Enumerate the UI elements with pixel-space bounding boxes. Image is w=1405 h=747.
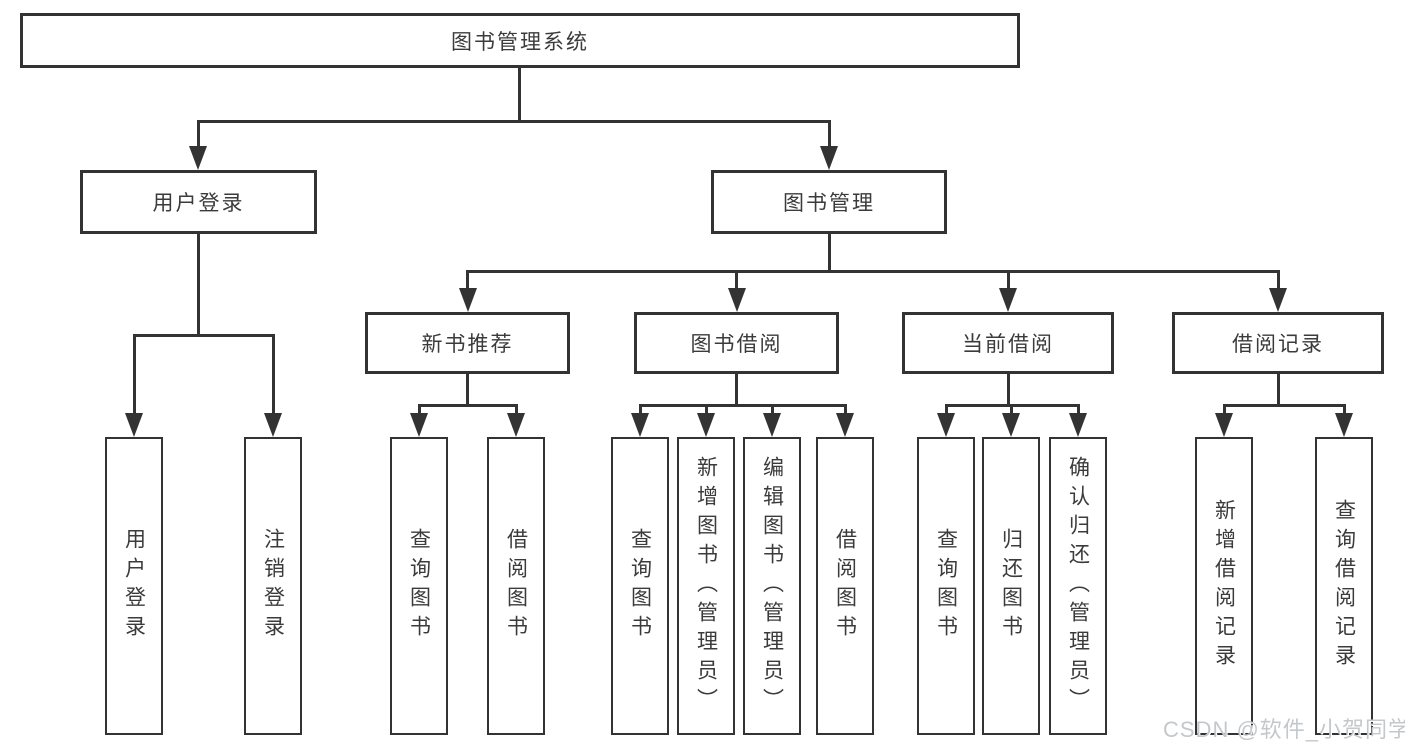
arrow-down-icon	[697, 413, 715, 437]
watermark: CSDN @软件_小贺同学	[1163, 717, 1405, 742]
connector-line	[197, 234, 200, 336]
arrow-down-icon	[1335, 413, 1353, 437]
arrow-down-icon	[1002, 413, 1020, 437]
connector-line	[844, 404, 847, 415]
arrow-down-icon	[1069, 413, 1087, 437]
node-borrow-records: 借阅记录	[1172, 312, 1384, 374]
node-new-book-recommend: 新书推荐	[365, 312, 570, 374]
connector-line	[418, 404, 421, 415]
connector-line	[639, 404, 847, 407]
connector-line	[1077, 404, 1080, 415]
connector-line	[518, 68, 521, 122]
connector-line	[515, 404, 518, 415]
leaf-query-book: 查询图书	[390, 437, 448, 735]
connector-line	[197, 120, 831, 123]
connector-line	[466, 374, 469, 406]
connector-line	[1007, 270, 1010, 290]
leaf-add-book-admin: 新增图书（管理员）	[677, 437, 735, 735]
arrow-down-icon	[1215, 413, 1233, 437]
node-book-management: 图书管理	[711, 170, 947, 234]
arrow-down-icon	[836, 413, 854, 437]
arrow-down-icon	[459, 288, 477, 312]
leaf-borrow-book: 借阅图书	[487, 437, 545, 735]
node-current-borrow: 当前借阅	[902, 312, 1114, 374]
connector-line	[1343, 404, 1346, 415]
connector-line	[771, 404, 774, 415]
connector-line	[828, 234, 831, 272]
connector-line	[705, 404, 708, 415]
leaf-borrow-book: 借阅图书	[816, 437, 874, 735]
connector-line	[1277, 374, 1280, 406]
leaf-logout-login: 注销登录	[244, 437, 302, 735]
connector-line	[466, 270, 1280, 273]
node-book-borrow: 图书借阅	[634, 312, 839, 374]
connector-line	[1010, 404, 1013, 415]
arrow-down-icon	[820, 146, 838, 170]
arrow-down-icon	[507, 413, 525, 437]
connector-line	[197, 120, 200, 148]
connector-line	[945, 404, 948, 415]
arrow-down-icon	[1269, 288, 1287, 312]
connector-line	[418, 404, 518, 407]
arrow-down-icon	[631, 413, 649, 437]
arrow-down-icon	[410, 413, 428, 437]
connector-line	[735, 270, 738, 290]
connector-line	[466, 270, 469, 290]
leaf-confirm-return-admin: 确认归还（管理员）	[1049, 437, 1107, 735]
leaf-query-book: 查询图书	[917, 437, 975, 735]
connector-line	[272, 334, 275, 415]
connector-line	[639, 404, 642, 415]
arrow-down-icon	[763, 413, 781, 437]
arrow-down-icon	[937, 413, 955, 437]
arrow-down-icon	[728, 288, 746, 312]
connector-line	[1223, 404, 1226, 415]
connector-line	[1223, 404, 1346, 407]
connector-line	[1277, 270, 1280, 290]
arrow-down-icon	[999, 288, 1017, 312]
connector-line	[735, 374, 738, 406]
node-user-login: 用户登录	[80, 170, 317, 234]
connector-line	[133, 334, 136, 415]
arrow-down-icon	[264, 413, 282, 437]
arrow-down-icon	[125, 413, 143, 437]
connector-line	[1007, 374, 1010, 406]
leaf-edit-book-admin: 编辑图书（管理员）	[743, 437, 801, 735]
connector-line	[828, 120, 831, 148]
leaf-query-borrow-record: 查询借阅记录	[1315, 437, 1373, 735]
leaf-return-book: 归还图书	[982, 437, 1040, 735]
arrow-down-icon	[189, 146, 207, 170]
connector-line	[133, 334, 275, 337]
leaf-query-book: 查询图书	[611, 437, 669, 735]
leaf-add-borrow-record: 新增借阅记录	[1195, 437, 1253, 735]
leaf-user-login: 用户登录	[105, 437, 163, 735]
node-root: 图书管理系统	[20, 13, 1020, 68]
